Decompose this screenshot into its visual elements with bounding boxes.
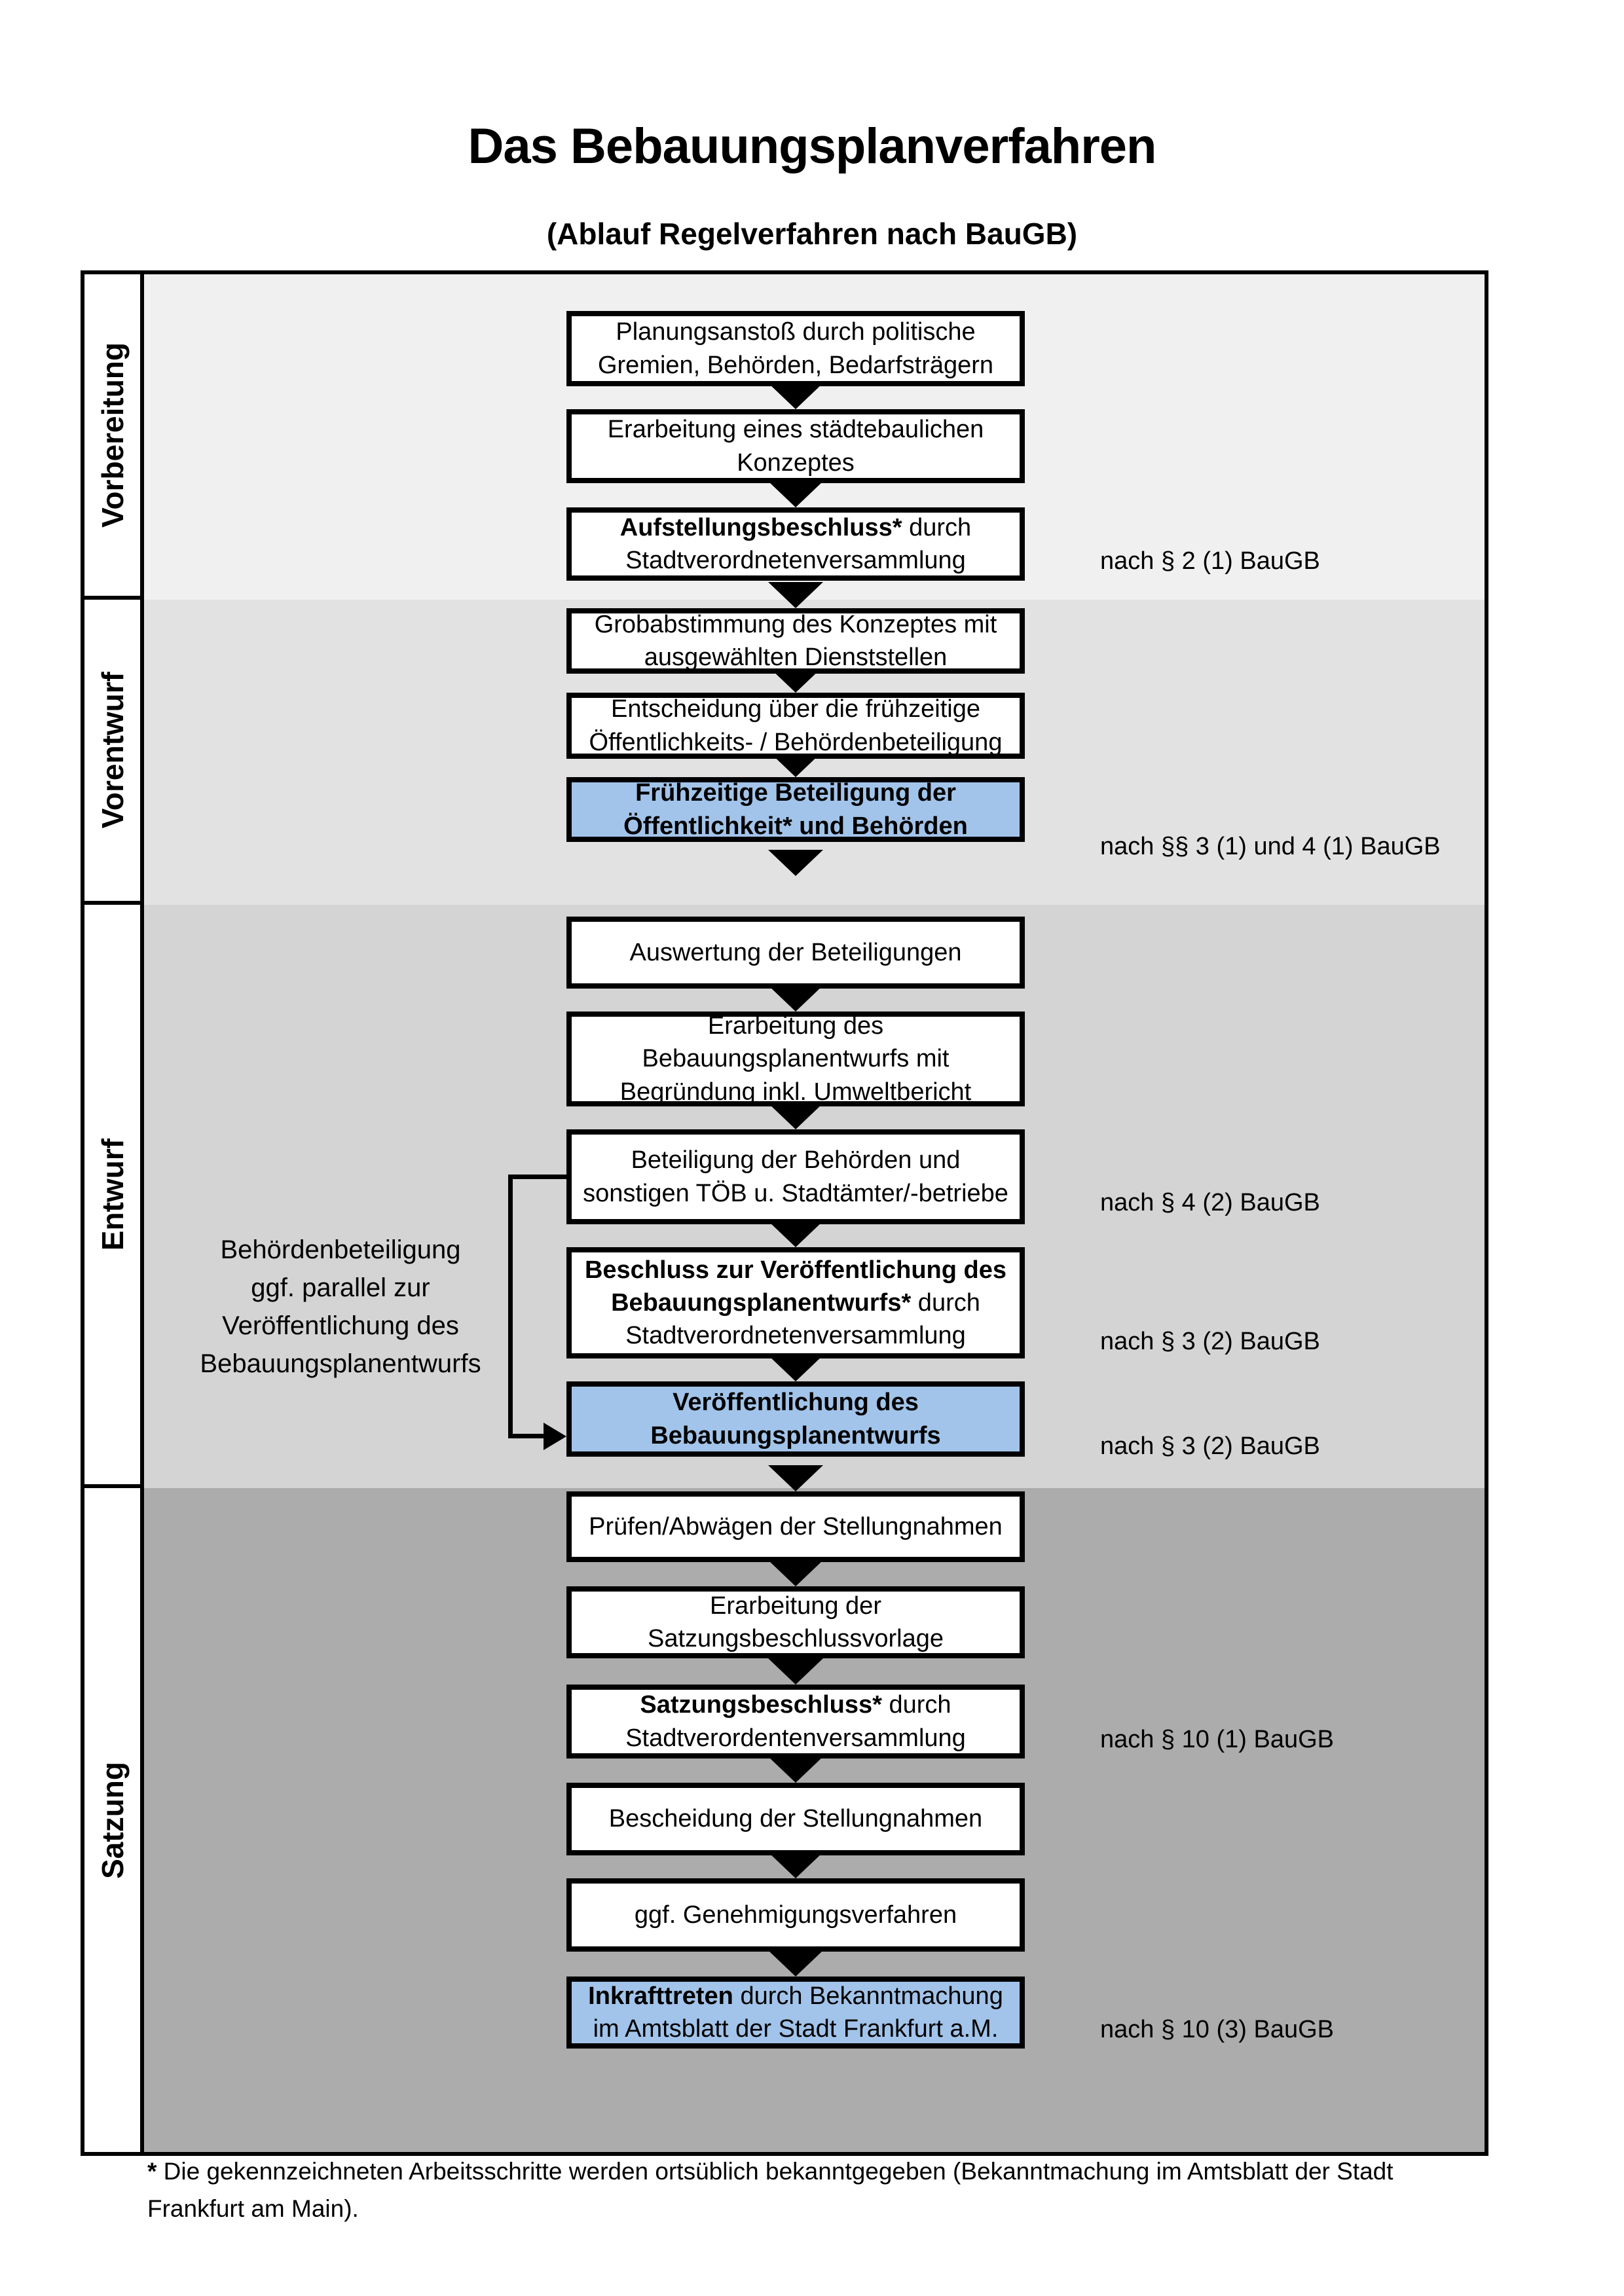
page-subtitle: (Ablauf Regelverfahren nach BauGB): [546, 217, 1078, 251]
legal-ref-fruehzeitige-beteiligung: nach §§ 3 (1) und 4 (1) BauGB: [1100, 833, 1441, 860]
flow-box-entscheidung: Entscheidung über die frühzeitige Öffent…: [566, 693, 1025, 759]
arrow-down-icon: [768, 850, 823, 876]
phase-label-vorbereitung: Vorbereitung: [95, 342, 130, 528]
box-text: Grobabstimmung des Konzeptes mit ausgewä…: [594, 610, 997, 671]
arrow-down-icon: [768, 1950, 823, 1977]
flow-box-veroeffentlichung: Veröffentlichung des Bebauungsplanentwur…: [566, 1381, 1025, 1457]
box-text: durch Stadtverordnetenversammlung: [625, 513, 972, 574]
arrow-down-icon: [768, 1465, 823, 1491]
arrow-down-icon: [768, 1852, 823, 1878]
arrow-down-icon: [768, 1221, 823, 1247]
box-text-strong: Satzungsbeschluss*: [640, 1691, 882, 1719]
flow-box-bescheidung: Bescheidung der Stellungnahmen: [566, 1783, 1025, 1855]
arrow-down-icon: [768, 1560, 823, 1586]
arrow-down-icon: [768, 582, 823, 608]
side-note-behoerdenbeteiligung: Behördenbeteiligung ggf. parallel zur Ve…: [200, 1235, 481, 1378]
connector-line-top: [508, 1175, 566, 1179]
phase-cell-entwurf: Entwurf: [84, 905, 144, 1488]
phase-cell-satzung: Satzung: [84, 1488, 144, 2152]
box-text: Beteiligung der Behörden und sonstigen T…: [583, 1146, 1008, 1207]
legal-ref-beschluss-veroeffentlichung: nach § 3 (2) BauGB: [1100, 1328, 1320, 1355]
box-text: Erarbeitung eines städtebaulichen Konzep…: [607, 416, 984, 477]
phase-label-vorentwurf: Vorentwurf: [95, 672, 130, 829]
box-text-strong: Inkrafttreten: [588, 1982, 733, 2010]
footnote-text: Die gekennzeichneten Arbeitsschritte wer…: [147, 2158, 1393, 2223]
legal-ref-aufstellungsbeschluss: nach § 2 (1) BauGB: [1100, 547, 1320, 575]
box-text: Erarbeitung der Satzungsbeschlussvorlage: [647, 1592, 944, 1652]
flow-box-grobabstimmung: Grobabstimmung des Konzeptes mit ausgewä…: [566, 608, 1025, 674]
box-text: Entscheidung über die frühzeitige Öffent…: [589, 695, 1003, 756]
flow-box-planungsanstoss: Planungsanstoß durch politische Gremien,…: [566, 311, 1025, 386]
connector-line-vertical: [508, 1175, 513, 1438]
phase-cell-vorbereitung: Vorbereitung: [84, 274, 144, 600]
arrow-down-icon: [768, 1355, 823, 1381]
legal-ref-satzungsbeschluss: nach § 10 (1) BauGB: [1100, 1726, 1334, 1753]
flow-box-konzept: Erarbeitung eines städtebaulichen Konzep…: [566, 409, 1025, 483]
flow-box-auswertung: Auswertung der Beteiligungen: [566, 917, 1025, 989]
footnote: * Die gekennzeichneten Arbeitsschritte w…: [147, 2153, 1490, 2228]
flow-box-beschluss-veroeffentlichung: Beschluss zur Veröffentlichung des Bebau…: [566, 1247, 1025, 1358]
phase-label-satzung: Satzung: [95, 1761, 130, 1879]
flow-box-pruefen-abwaegen: Prüfen/Abwägen der Stellungnahmen: [566, 1491, 1025, 1562]
flow-box-inkrafttreten: Inkrafttreten durch Bekanntmachung im Am…: [566, 1977, 1025, 2049]
arrow-down-icon: [768, 1757, 823, 1783]
box-text-strong: Beschluss zur Veröffentlichung des Bebau…: [584, 1256, 1007, 1317]
flow-box-satzungsbeschlussvorlage: Erarbeitung der Satzungsbeschlussvorlage: [566, 1586, 1025, 1658]
footnote-star: *: [147, 2158, 157, 2185]
box-text: ggf. Genehmigungsverfahren: [634, 1901, 957, 1929]
arrow-down-icon: [768, 1103, 823, 1129]
legal-ref-inkrafttreten: nach § 10 (3) BauGB: [1100, 2016, 1334, 2043]
box-text: Auswertung der Beteiligungen: [629, 938, 962, 966]
box-text: Planungsanstoß durch politische Gremien,…: [597, 318, 994, 379]
phase-cell-vorentwurf: Vorentwurf: [84, 600, 144, 905]
connector-line-bottom: [508, 1434, 545, 1438]
flow-box-beteiligung-behoerden: Beteiligung der Behörden und sonstigen T…: [566, 1129, 1025, 1224]
box-text-strong: Frühzeitige Beteiligung der Öffentlichke…: [623, 779, 968, 840]
box-text: Bescheidung der Stellungnahmen: [608, 1805, 983, 1833]
page-title: Das Bebauungsplanverfahren: [468, 118, 1157, 174]
box-text: durch Stadtverordentenversammlung: [625, 1691, 966, 1752]
phase-label-entwurf: Entwurf: [95, 1138, 130, 1251]
box-text: durch Stadtverordnetenversammlung: [625, 1288, 980, 1350]
box-text: Prüfen/Abwägen der Stellungnahmen: [589, 1512, 1003, 1540]
flow-box-fruehzeitige-beteiligung: Frühzeitige Beteiligung der Öffentlichke…: [566, 777, 1025, 842]
box-text-strong: Aufstellungsbeschluss*: [619, 513, 902, 541]
arrow-right-icon: [544, 1423, 566, 1450]
legal-ref-veroeffentlichung: nach § 3 (2) BauGB: [1100, 1432, 1320, 1460]
arrow-down-icon: [768, 1658, 823, 1685]
box-text: durch Bekanntmachung im Amtsblatt der St…: [593, 1982, 1003, 2043]
flow-box-satzungsbeschluss: Satzungsbeschluss* durch Stadtverordente…: [566, 1685, 1025, 1758]
arrow-down-icon: [768, 481, 823, 507]
arrow-down-icon: [768, 985, 823, 1011]
flow-box-erarbeitung-entwurf: Erarbeitung des Bebauungsplanentwurfs mi…: [566, 1011, 1025, 1106]
flow-box-aufstellungsbeschluss: Aufstellungsbeschluss* durch Stadtverord…: [566, 507, 1025, 581]
arrow-down-icon: [768, 383, 823, 409]
legal-ref-beteiligung-behoerden: nach § 4 (2) BauGB: [1100, 1189, 1320, 1216]
flow-box-genehmigungsverfahren: ggf. Genehmigungsverfahren: [566, 1878, 1025, 1952]
box-text-strong: Veröffentlichung des Bebauungsplanentwur…: [650, 1389, 941, 1449]
box-text: Erarbeitung des Bebauungsplanentwurfs mi…: [619, 1012, 972, 1106]
